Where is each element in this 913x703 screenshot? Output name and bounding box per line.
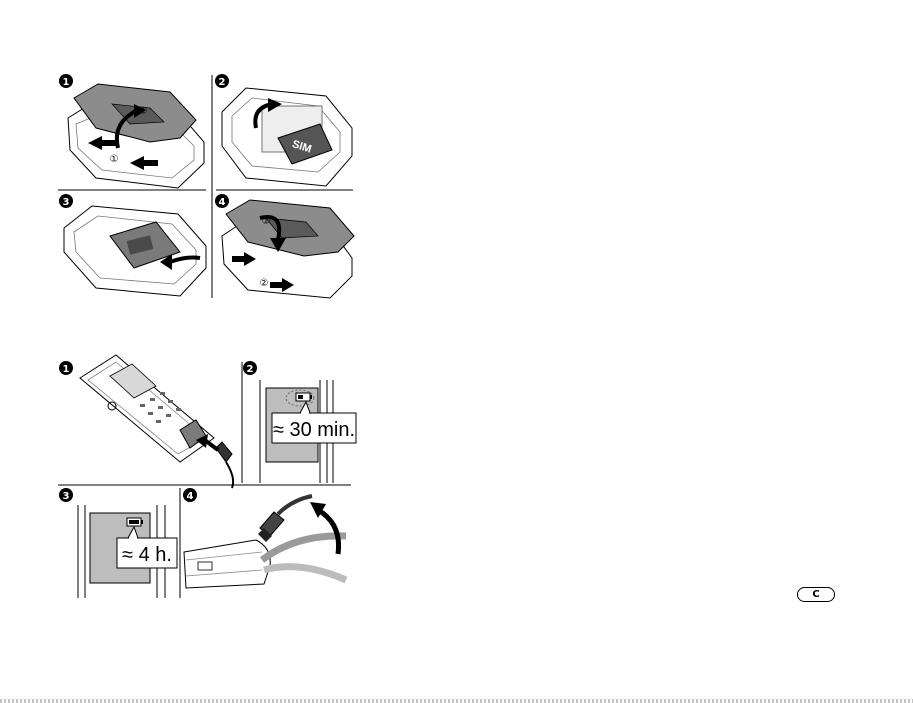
step-badge-3: 3	[59, 194, 73, 208]
callout-4h: ≈ 4 h.	[122, 544, 172, 566]
panel-connect-charger: 1	[59, 355, 233, 488]
battery-full-icon	[127, 518, 143, 526]
svg-text:2: 2	[219, 77, 226, 88]
step-badge-2: 2	[243, 361, 257, 375]
svg-text:2: 2	[247, 364, 254, 375]
c-key-icon: C	[797, 587, 835, 602]
panel-insert-battery: 3	[59, 194, 206, 296]
panel-charging-30min: 2 ≈ 30 min.	[243, 361, 356, 483]
page-bottom-rule	[0, 699, 913, 703]
svg-text:4: 4	[187, 491, 194, 502]
sub-label-2: ②	[139, 106, 148, 117]
sub-label-1b: ①	[262, 216, 271, 227]
step-badge-1: 1	[59, 361, 73, 375]
sub-label-2b: ②	[260, 278, 269, 289]
panel-remove-charger: 4	[183, 488, 346, 588]
battery-charging-icon	[296, 393, 312, 401]
svg-text:3: 3	[63, 197, 70, 208]
svg-text:1: 1	[63, 77, 70, 88]
step-badge-1: 1	[59, 74, 73, 88]
svg-text:4: 4	[219, 197, 226, 208]
step-badge-4: 4	[215, 194, 229, 208]
panel-replace-cover: 4 ① ②	[215, 194, 354, 298]
charging-figure: 1 2	[58, 355, 356, 598]
step-badge-4: 4	[183, 488, 197, 502]
panel-charging-4h: 3 ≈ 4 h.	[59, 488, 177, 598]
step-badge-2: 2	[215, 74, 229, 88]
svg-text:3: 3	[63, 491, 70, 502]
callout-30min: ≈ 30 min.	[273, 419, 355, 441]
sim-battery-figure: 1 ① ② 2 SIM	[58, 74, 354, 298]
panel-insert-sim: 2 SIM	[215, 74, 352, 186]
panel-remove-cover: 1 ① ②	[59, 74, 204, 188]
svg-text:1: 1	[63, 364, 70, 375]
sub-label-1: ①	[110, 154, 119, 165]
step-badge-3: 3	[59, 488, 73, 502]
